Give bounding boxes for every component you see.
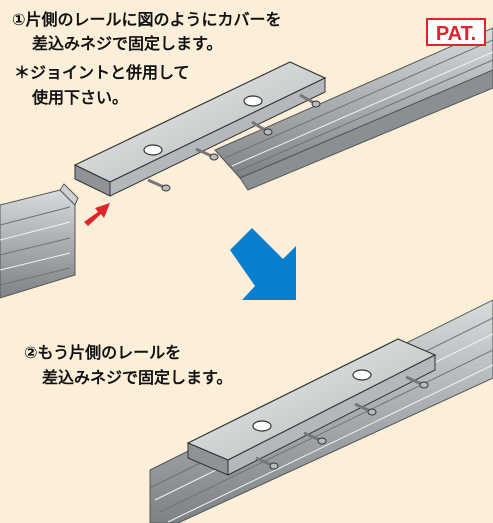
- blue-down-arrow-icon: [230, 228, 296, 300]
- step1-note-line2: 使用下さい。: [32, 88, 129, 107]
- screws-bottom: [255, 375, 429, 470]
- red-arrow-icon: [84, 203, 110, 226]
- rail-left-piece: [0, 183, 79, 299]
- step1-line2: 差込みネジで固定します。: [32, 34, 223, 53]
- step1-note-line1: ＊ジョイントと併用して: [14, 63, 190, 82]
- cover-plate-bottom: [186, 338, 437, 476]
- screws-top: [147, 93, 321, 192]
- step1-line1: ①片側のレールに図のようにカバーを: [12, 10, 282, 29]
- patent-badge: PAT.: [426, 18, 486, 46]
- step2-line2: 差込みネジで固定します。: [42, 368, 233, 387]
- step2-line1: ②もう片側のレールを: [24, 343, 182, 362]
- rail-top-right: [214, 27, 493, 191]
- cover-plate-top: [73, 61, 327, 197]
